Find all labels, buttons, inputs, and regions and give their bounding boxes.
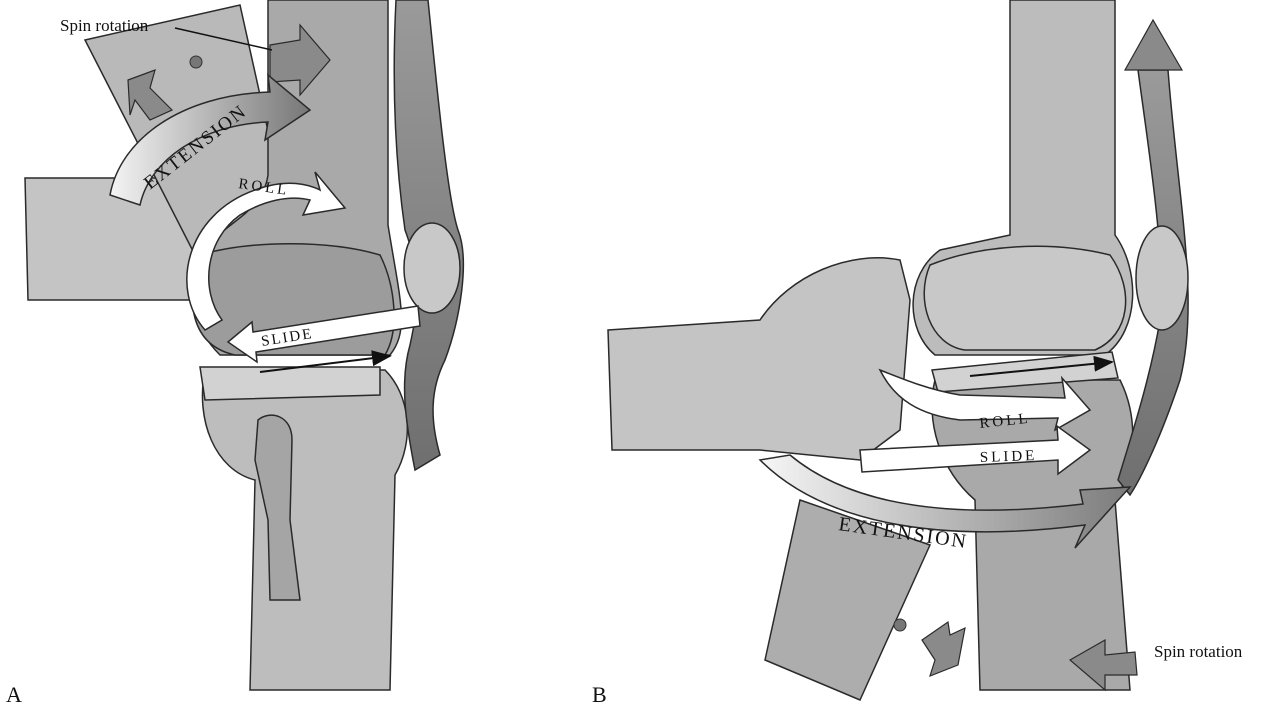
femoral-condyle-b bbox=[924, 246, 1125, 350]
tibial-plateau-a bbox=[200, 367, 380, 400]
panel-letter-b: B bbox=[592, 682, 607, 708]
patella-a bbox=[404, 223, 460, 313]
extension-up-arrow-icon bbox=[1125, 20, 1182, 70]
spin-rotation-label-a: Spin rotation bbox=[60, 16, 148, 36]
thigh-b bbox=[608, 258, 910, 460]
patella-b bbox=[1136, 226, 1188, 330]
slide-label-b: SLIDE bbox=[980, 448, 1038, 466]
panel-letter-a: A bbox=[6, 682, 22, 708]
tibia-a bbox=[202, 370, 407, 690]
spin-rotation-label-b: Spin rotation bbox=[1154, 642, 1242, 662]
motion-arrow-icon bbox=[922, 622, 965, 676]
panel-b: ROLL SLIDE EXTENSION bbox=[608, 0, 1188, 700]
panel-a: EXTENSION ROLL SLIDE bbox=[25, 0, 463, 690]
